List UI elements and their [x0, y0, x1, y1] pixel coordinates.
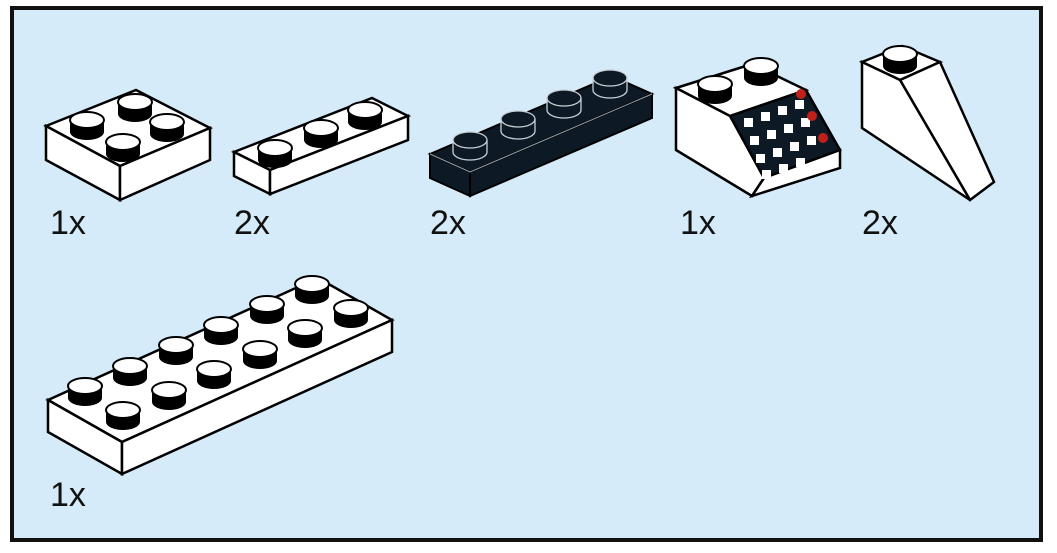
stud	[149, 113, 185, 142]
stud-row-back	[67, 275, 330, 406]
stud	[112, 357, 148, 386]
stud	[500, 110, 536, 140]
stud	[743, 57, 779, 86]
stud	[69, 111, 105, 140]
red-light	[807, 111, 817, 121]
stud	[257, 139, 293, 168]
stud	[203, 316, 239, 345]
quantity-label: 1x	[680, 204, 716, 242]
stud	[117, 93, 153, 122]
stud	[452, 131, 488, 161]
stud	[347, 101, 383, 130]
stud-row-front	[105, 299, 369, 430]
plate-2x2-brick	[43, 88, 214, 208]
stud	[294, 275, 330, 304]
stud	[158, 336, 194, 365]
stud	[592, 69, 628, 99]
stud	[303, 119, 339, 148]
quantity-label: 1x	[50, 476, 86, 514]
stud	[196, 360, 232, 389]
stud	[249, 295, 285, 324]
stud	[882, 45, 918, 74]
quantity-label: 2x	[430, 204, 466, 242]
stud	[151, 381, 187, 410]
slope-2x2-computer-brick	[672, 46, 846, 206]
stud	[287, 319, 323, 348]
stud	[333, 299, 369, 328]
stud	[105, 133, 141, 162]
screen-grid	[744, 100, 816, 179]
stud	[546, 89, 582, 119]
stud	[242, 340, 278, 369]
slope-1x1x2-brick	[858, 40, 998, 206]
quantity-label: 1x	[50, 204, 86, 242]
quantity-label: 2x	[862, 204, 898, 242]
quantity-label: 2x	[234, 204, 270, 242]
red-light	[818, 133, 828, 143]
stud	[105, 401, 141, 430]
red-light	[796, 89, 806, 99]
plate-1x3-brick	[230, 94, 412, 198]
plate-2x6-brick	[45, 268, 402, 482]
stud	[697, 75, 733, 104]
stud	[67, 377, 103, 406]
plate-1x4-brick	[427, 68, 660, 200]
